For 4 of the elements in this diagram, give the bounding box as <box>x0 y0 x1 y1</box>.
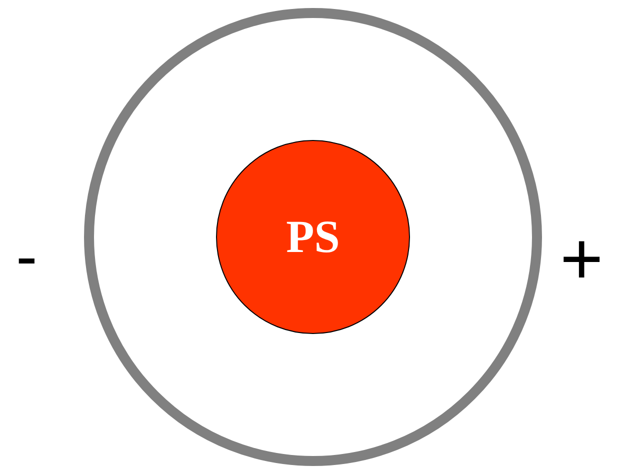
plus-sign: + <box>560 222 604 296</box>
ring-outline <box>84 8 542 466</box>
circle-label: PS <box>286 214 340 260</box>
minus-sign: - <box>16 224 38 288</box>
